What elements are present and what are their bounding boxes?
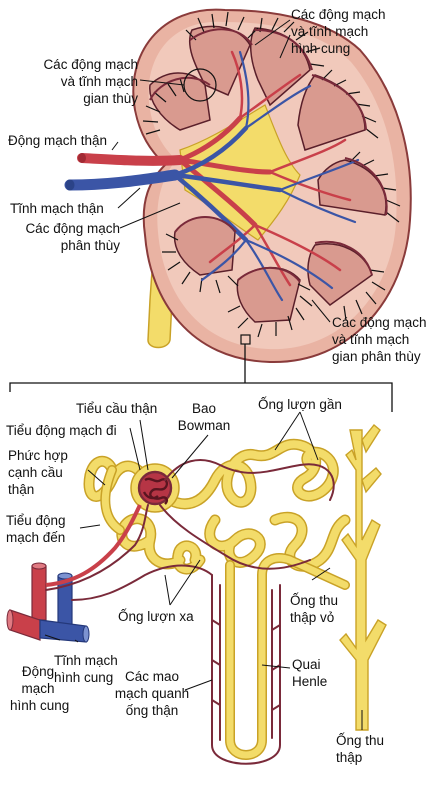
label-glomerulus: Tiểu cầu thận — [76, 401, 158, 416]
nephron-leader-lines — [44, 411, 363, 730]
interlobular-fringe — [142, 11, 401, 338]
top-leader-lines — [111, 19, 331, 323]
label-renal-artery: Động mạch thận — [8, 133, 108, 148]
label-bowman-capsule: Bao Bowman — [177, 401, 231, 433]
label-interlobular-vessels: Các động mạch và tĩnh mạch gian phân thù… — [332, 315, 427, 364]
label-collecting-duct: Ống thu thập — [336, 733, 385, 765]
label-cortical-collecting-duct: Ống thu thập vỏ — [290, 593, 339, 625]
glomerulus — [137, 470, 173, 506]
kidney-veins — [64, 50, 360, 302]
label-arcuate-artery: Động mạch hình cung — [10, 664, 70, 713]
label-arcuate-vein: Tĩnh mạch hình cung — [54, 653, 118, 685]
kidney-arteries — [77, 50, 352, 287]
pyramid-5 — [317, 159, 387, 216]
collecting-duct — [339, 424, 387, 731]
label-loop-of-henle: Quai Henle — [292, 657, 328, 689]
label-interlobar-vessels: Các động mạch và tĩnh mạch gian thùy — [43, 57, 138, 106]
pyramid-4 — [149, 72, 211, 131]
label-efferent-arteriole: Tiểu động mạch đi — [6, 423, 117, 438]
arcuate-vessel-tubes — [6, 562, 90, 643]
label-segmental-arteries: Các động mạch phân thùy — [25, 221, 120, 253]
renal-vein-vessel — [64, 169, 181, 191]
label-afferent-arteriole: Tiểu động mạch đến — [6, 513, 66, 545]
renal-vein-end — [65, 179, 75, 191]
afferent-arteriole — [45, 504, 142, 587]
nephron — [6, 424, 387, 765]
label-distal-tubule: Ống lượn xa — [118, 609, 194, 624]
label-proximal-tubule: Ống lượn gần — [258, 397, 342, 412]
nephron-tubule — [83, 438, 351, 760]
peritubular-capillaries — [45, 459, 335, 765]
loop-of-henle — [225, 553, 350, 760]
label-juxtaglomerular: Phức hợp cạnh cầu thận — [8, 448, 68, 497]
label-arcuate-vessels: Các động mạch và tĩnh mạch hình cung — [291, 7, 386, 56]
label-renal-vein: Tĩnh mạch thận — [10, 201, 104, 216]
arcuate-vessels — [149, 28, 388, 283]
renal-artery-end — [78, 153, 86, 163]
label-peritubular-capillaries: Các mao mạch quanh ống thận — [114, 669, 190, 718]
renal-artery-vessel — [77, 153, 185, 166]
kidney-cross-section — [64, 8, 412, 364]
zoom-bracket — [9, 344, 393, 412]
